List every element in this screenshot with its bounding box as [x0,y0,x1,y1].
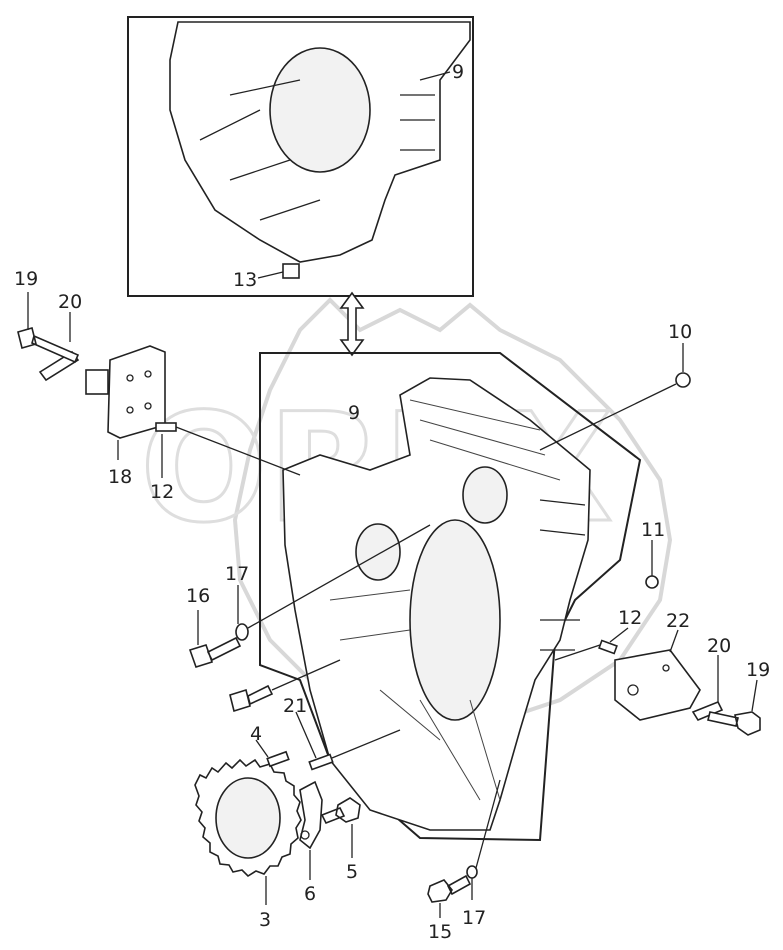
plug-13 [282,263,300,279]
upper-bore [462,466,508,524]
leader-4 [255,739,269,758]
washers-right [539,343,691,589]
housing-inset [127,16,474,297]
bolt-19-left [17,327,80,364]
left-bracket-assembly [17,292,301,478]
label-9-main: 9 [348,402,360,424]
bolt-16-assembly [188,524,431,668]
bolt-loose [229,684,274,713]
dowel-12-left [155,422,177,432]
label-18: 18 [108,466,132,488]
assembly-line-12-right [554,644,601,661]
inset-bolt-lugs [400,94,435,151]
leader-9-top [419,71,451,81]
label-17-bottom: 17 [462,907,486,929]
label-20-left: 20 [58,291,82,313]
label-9-top: 9 [452,61,464,83]
label-3: 3 [259,909,271,931]
pin-4 [266,750,290,768]
label-16: 16 [186,585,210,607]
bolt-5 [320,797,361,825]
leader-21 [295,711,317,759]
label-6: 6 [304,883,316,905]
main-housing [259,352,642,842]
double-arrow [339,291,365,357]
dowel-12-right [598,639,618,655]
leader-12-right [609,627,629,643]
washer-11 [645,575,659,589]
label-22: 22 [666,610,690,632]
assembly-line-10 [539,383,677,451]
leader-13 [257,271,284,279]
washer-17-left [235,623,249,641]
inset-frame [127,16,474,297]
bolt-15-assembly [427,779,501,918]
right-bracket-assembly [554,627,761,736]
leader-19-right [751,679,758,712]
label-12-right: 12 [618,607,642,629]
lock-plate-20-right [691,700,724,721]
housing-lugs [539,499,586,651]
main-bore [409,519,501,721]
assembly-line-16 [247,524,431,629]
cam-bore [355,523,401,581]
label-4: 4 [250,723,262,745]
bracket-18-ear [85,369,109,395]
label-19-right: 19 [746,659,770,681]
leader-22 [669,629,679,653]
label-13: 13 [233,269,257,291]
housing-ribs [329,399,561,801]
bolt-19-right [707,711,761,736]
label-15: 15 [428,921,452,943]
washer-10 [675,372,691,388]
gear-assembly [194,711,401,905]
main-outline [259,352,642,842]
gear-3-bore [215,777,281,859]
label-11: 11 [641,519,665,541]
assembly-line-21 [331,729,401,759]
assembly-line-loose-bolt [271,659,341,691]
label-20-right: 20 [707,635,731,657]
label-5: 5 [346,861,358,883]
label-17-left: 17 [225,563,249,585]
inset-ribs [199,79,321,221]
label-21: 21 [283,695,307,717]
dowel-21 [308,753,334,771]
assembly-line-left [175,426,301,476]
label-12-left: 12 [150,481,174,503]
callout-labels: 9 13 19 20 18 12 10 9 11 17 16 12 22 20 … [14,61,770,943]
bracket-22 [614,649,701,721]
assembly-line-15 [475,779,501,869]
bolt-16 [188,636,242,668]
bolt-15 [427,874,472,903]
label-19-left: 19 [14,268,38,290]
inset-bore [269,47,371,173]
label-10: 10 [668,321,692,343]
